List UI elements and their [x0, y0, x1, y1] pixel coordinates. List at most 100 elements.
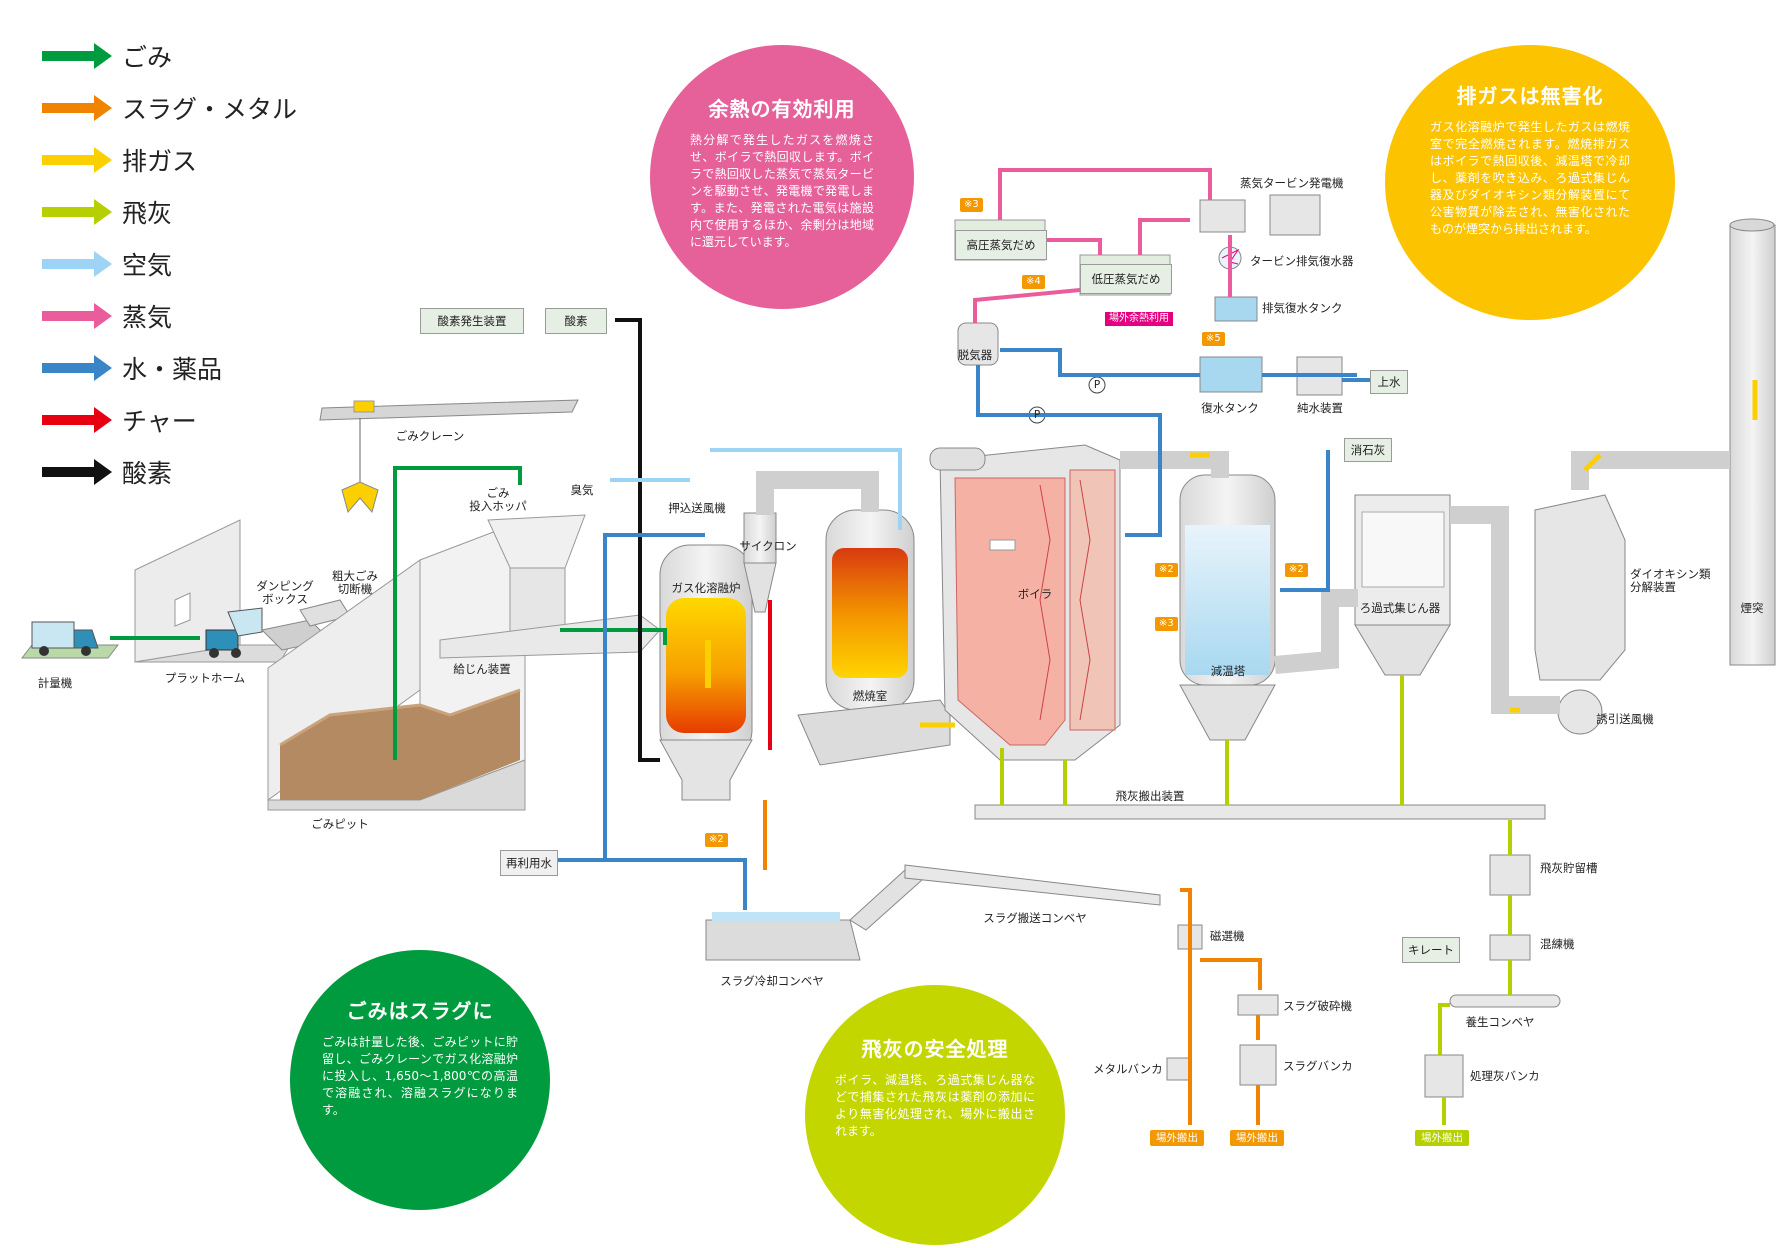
- bag-filter-label: ろ過式集じん器: [1359, 601, 1441, 615]
- flow-lines: [110, 168, 1758, 1125]
- legend-item-slag: スラグ・メタル: [40, 82, 340, 134]
- water-flow: [555, 533, 747, 910]
- heat-bubble-title: 余熱の有効利用: [708, 97, 856, 121]
- combustion-chamber: [797, 509, 951, 766]
- note4-badge: ※4: [1022, 275, 1045, 289]
- induced-fan-label: 誘引送風機: [1596, 712, 1654, 726]
- platform-label: プラットホーム: [164, 671, 246, 685]
- cyclone: [743, 512, 777, 613]
- combustor-label: 燃焼室: [852, 689, 888, 703]
- slag-conveyor-label: スラグ搬送コンベヤ: [983, 911, 1087, 925]
- ash-flow: [1000, 675, 1512, 1125]
- legend-label: 空気: [122, 251, 173, 280]
- waste-crane: [319, 399, 579, 514]
- waste-flow-2: [560, 628, 667, 645]
- cooling-tower-label: 減温塔: [1210, 664, 1246, 678]
- cooling-tower: [1179, 474, 1276, 741]
- ash-bubble-text: ボイラ、減温塔、ろ過式集じん器などで捕集された飛灰は薬剤の添加により無害化処理さ…: [835, 1073, 1035, 1138]
- legend-label: 水・薬品: [122, 355, 223, 384]
- slaked-lime-box: 消石灰: [1344, 438, 1392, 462]
- slag-bubble-text: ごみは計量した後、ごみピットに貯留し、ごみクレーンでガス化溶融炉に投入し、1,6…: [322, 1035, 518, 1117]
- bulky-shredder-label: 粗大ごみ 切断機: [332, 569, 378, 596]
- odor-label: 臭気: [570, 483, 594, 497]
- ash-out-badge: 場外搬出: [1415, 1130, 1469, 1146]
- melter-label: ガス化溶融炉: [671, 581, 741, 595]
- slag-bunker-label: スラグバンカ: [1283, 1059, 1353, 1073]
- ash-bubble: 飛灰の安全処理 ボイラ、減温塔、ろ過式集じん器などで捕集された飛灰は薬剤の添加に…: [805, 985, 1065, 1245]
- scale: [20, 621, 120, 659]
- legend-item-exhaust: 排ガス: [40, 134, 340, 186]
- legend-label: スラグ・メタル: [122, 95, 298, 124]
- blue-arrow-icon: [42, 355, 112, 381]
- pump-label-1: P: [1093, 379, 1101, 391]
- slag-bubble: ごみはスラグに ごみは計量した後、ごみピットに貯留し、ごみクレーンでガス化溶融炉…: [290, 950, 550, 1210]
- lp-steam-box: 低圧蒸気だめ: [1080, 264, 1172, 294]
- push-fan-label: 押込送風機: [668, 501, 726, 515]
- city-water-box: 上水: [1370, 370, 1408, 394]
- magnet-label: 磁選機: [1210, 929, 1245, 943]
- note5-badge: ※5: [1202, 332, 1225, 346]
- ash-bubble-title: 飛灰の安全処理: [861, 1037, 1009, 1061]
- outside-heat-badge: 場外余熱利用: [1105, 312, 1173, 326]
- legend-item-flyash: 飛灰: [40, 186, 340, 238]
- exhaust-flow-2: [920, 380, 1758, 728]
- legend: ごみ スラグ・メタル 排ガス 飛灰 空気 蒸気 水・薬品 チャー 酸素: [40, 30, 340, 498]
- recycled-water-box: 再利用水: [500, 850, 558, 876]
- yellow-arrow-icon: [42, 147, 112, 173]
- dioxin-unit: [1534, 494, 1626, 735]
- legend-item-water: 水・薬品: [40, 342, 340, 394]
- condensate-tank-label: 復水タンク: [1201, 401, 1259, 415]
- ash-conveyor-label: 飛灰搬出装置: [1115, 789, 1185, 803]
- legend-label: 排ガス: [122, 147, 198, 176]
- black-arrow-icon: [42, 459, 112, 485]
- water-flow-3: [1000, 348, 1200, 377]
- orange-arrow-icon: [42, 95, 112, 121]
- note3-badge-b: ※3: [1155, 617, 1178, 631]
- light-blue-arrow-icon: [42, 251, 112, 277]
- pump-label-2: P: [1033, 409, 1041, 421]
- feeder-label: 給じん装置: [453, 662, 511, 676]
- slag-handling: [705, 864, 1279, 1086]
- gas-bubble-text: ガス化溶融炉で発生したガスは燃焼室で完全燃焼されます。燃焼排ガスはボイラで熱回収…: [1430, 120, 1630, 236]
- gas-ducts: [756, 451, 1730, 714]
- o2-generator-box: 酸素発生装置: [420, 308, 524, 334]
- legend-label: 酸素: [122, 459, 173, 488]
- dioxin-label: ダイオキシン類 分解装置: [1630, 567, 1711, 594]
- steam-flow: [973, 168, 1232, 323]
- crane-label: ごみクレーン: [395, 429, 465, 443]
- slag-out-badge: 場外搬出: [1150, 1130, 1204, 1146]
- pink-arrow-icon: [42, 303, 112, 329]
- deaerator-label: 脱気器: [957, 348, 993, 362]
- waste-flow: [110, 466, 522, 760]
- slag-flow: [763, 800, 1262, 1125]
- air-flow: [610, 448, 902, 530]
- ash-silo-label: 飛灰貯留槽: [1540, 861, 1598, 875]
- cyclone-label: サイクロン: [739, 539, 797, 553]
- metal-bunker-label: メタルバンカ: [1093, 1062, 1163, 1076]
- gas-bubble: 排ガスは無害化 ガス化溶融炉で発生したガスは燃焼室で完全燃焼されます。燃焼排ガス…: [1385, 45, 1675, 320]
- red-arrow-icon: [42, 407, 112, 433]
- boiler: [929, 444, 1121, 761]
- legend-item-air: 空気: [40, 238, 340, 290]
- green-arrow-icon: [42, 43, 112, 69]
- waste-pit: [267, 519, 526, 811]
- legend-label: チャー: [122, 407, 197, 436]
- legend-item-waste: ごみ: [40, 30, 340, 82]
- note2-badge-b: ※2: [1155, 563, 1178, 577]
- note3-badge-a: ※3: [960, 198, 983, 212]
- legend-label: ごみ: [122, 43, 173, 72]
- hp-steam-box: 高圧蒸気だめ: [955, 230, 1047, 260]
- note2-badge-a: ※2: [705, 833, 728, 847]
- boiler-tubes: [1039, 479, 1091, 721]
- lime-arrow-icon: [42, 199, 112, 225]
- garbage-truck: [205, 607, 263, 658]
- note2-badge-c: ※2: [1285, 563, 1308, 577]
- oxygen-flow: [615, 318, 660, 762]
- fly-ash-handling: [974, 804, 1561, 1098]
- cure-conveyor-label: 養生コンベヤ: [1465, 1015, 1535, 1029]
- boiler-label: ボイラ: [1017, 587, 1053, 601]
- hopper-label: ごみ 投入ホッパ: [469, 486, 527, 513]
- condenser-label: タービン排気復水器: [1250, 254, 1354, 268]
- kelate-box: キレート: [1402, 937, 1460, 963]
